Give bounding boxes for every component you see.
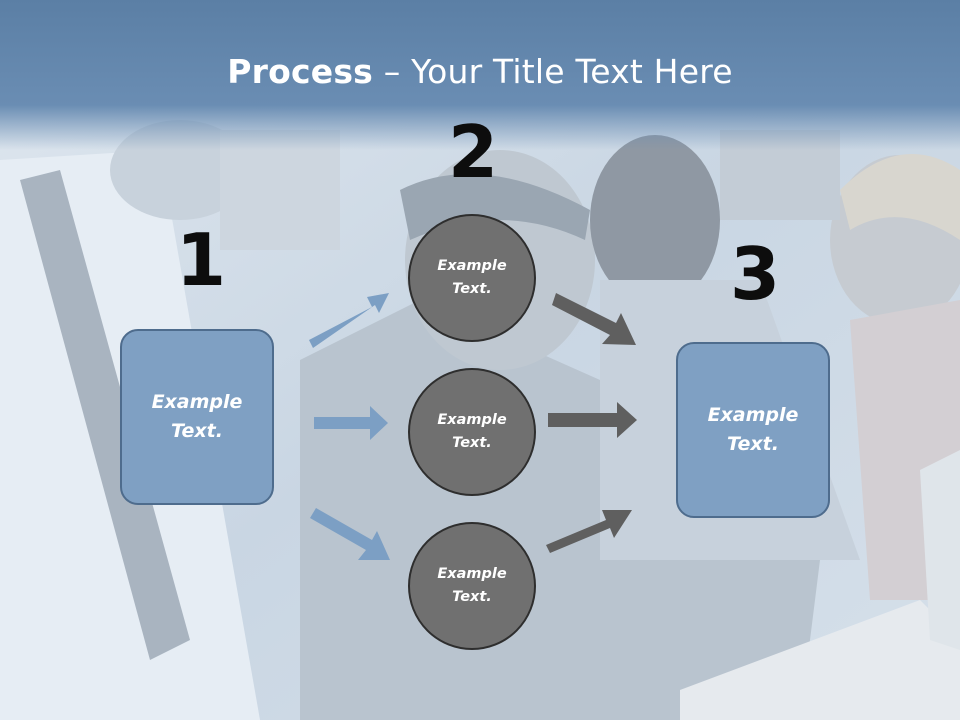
circle-bottom: Example Text. [408,522,536,650]
slide-title: Process – Your Title Text Here [0,52,960,91]
title-bold: Process [227,52,374,91]
circle-top: Example Text. [408,214,536,342]
circle-middle-text: Example Text. [437,412,507,451]
arrow-to-circle-top [309,293,389,348]
step-number-1: 1 [176,218,227,302]
step-3-box: Example Text. [676,342,830,518]
circle-bottom-text: Example Text. [437,566,507,605]
step-number-3: 3 [730,232,781,316]
arrow-from-circle-middle [548,402,637,438]
step-3-text: Example Text. [707,404,799,455]
title-rest: – Your Title Text Here [373,52,733,91]
arrow-to-circle-bottom [310,508,390,560]
step-number-2: 2 [448,110,499,194]
arrow-from-circle-top [552,293,636,345]
title-band [0,0,960,150]
arrow-from-circle-bottom [546,510,632,553]
arrow-to-circle-middle [314,406,388,440]
circle-top-text: Example Text. [437,258,507,297]
step-1-box: Example Text. [120,329,274,505]
circle-middle: Example Text. [408,368,536,496]
step-1-text: Example Text. [151,391,243,442]
